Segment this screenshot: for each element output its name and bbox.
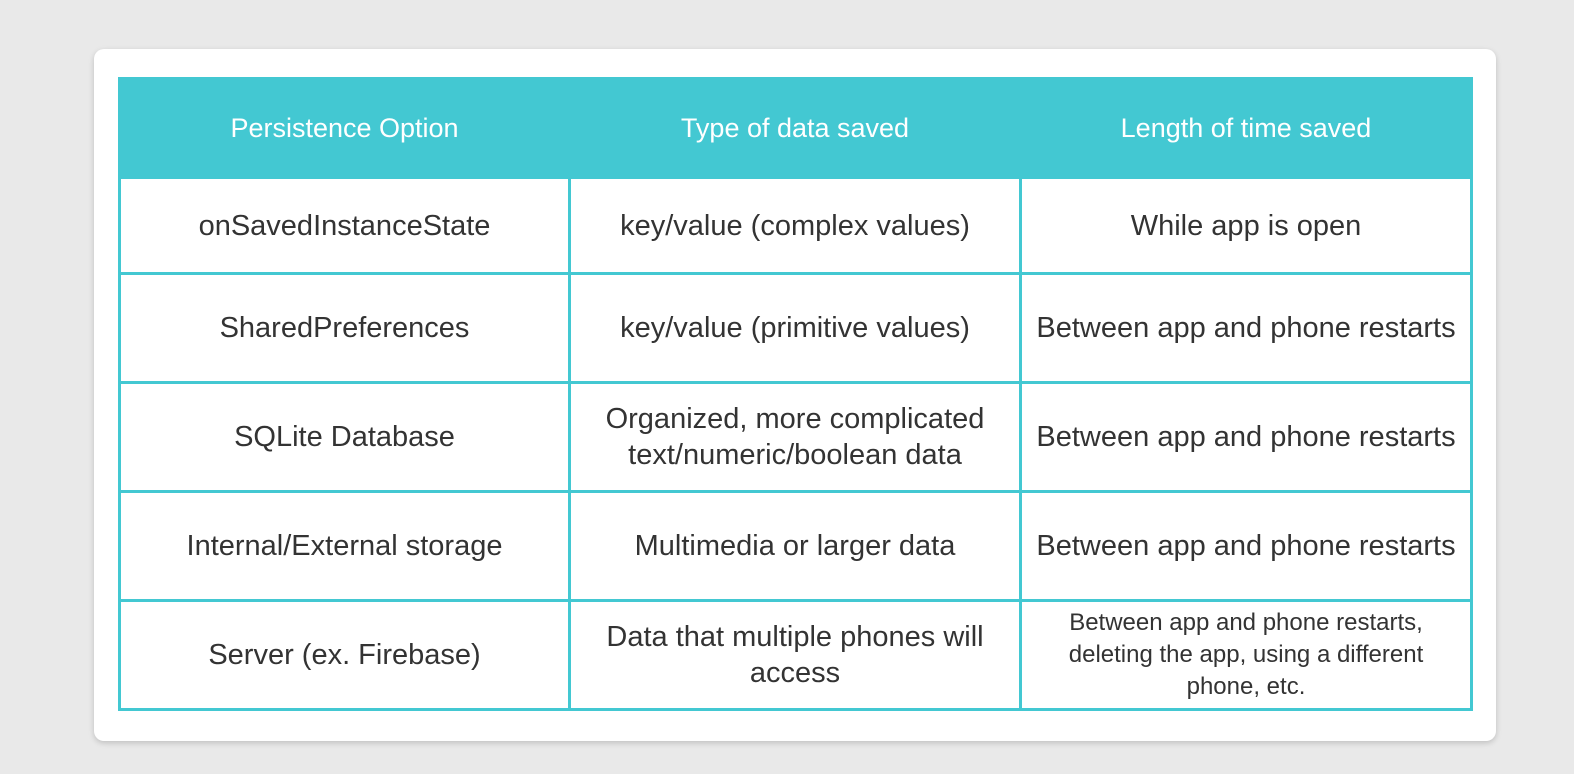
header-persistence-option: Persistence Option: [118, 77, 571, 179]
table-row: Internal/External storage Multimedia or …: [118, 490, 1473, 602]
cell-type-of-data: key/value (primitive values): [568, 272, 1022, 384]
table-card: Persistence Option Type of data saved Le…: [94, 49, 1496, 741]
cell-persistence-option: Internal/External storage: [118, 490, 571, 602]
table-row: onSavedInstanceState key/value (complex …: [118, 176, 1473, 275]
cell-type-of-data: Multimedia or larger data: [568, 490, 1022, 602]
cell-length-of-time: Between app and phone restarts: [1019, 490, 1473, 602]
header-length-of-time-saved: Length of time saved: [1019, 77, 1473, 179]
cell-persistence-option: SQLite Database: [118, 381, 571, 493]
header-type-of-data-saved: Type of data saved: [568, 77, 1022, 179]
table-row: SQLite Database Organized, more complica…: [118, 381, 1473, 493]
table-header-row: Persistence Option Type of data saved Le…: [118, 77, 1473, 179]
cell-length-of-time: Between app and phone restarts, deleting…: [1019, 599, 1473, 711]
cell-length-of-time: Between app and phone restarts: [1019, 381, 1473, 493]
cell-length-of-time: Between app and phone restarts: [1019, 272, 1473, 384]
persistence-options-table: Persistence Option Type of data saved Le…: [118, 77, 1473, 711]
table-row: Server (ex. Firebase) Data that multiple…: [118, 599, 1473, 711]
cell-type-of-data: key/value (complex values): [568, 176, 1022, 275]
cell-type-of-data: Data that multiple phones will access: [568, 599, 1022, 711]
cell-persistence-option: Server (ex. Firebase): [118, 599, 571, 711]
cell-persistence-option: onSavedInstanceState: [118, 176, 571, 275]
cell-length-of-time: While app is open: [1019, 176, 1473, 275]
cell-persistence-option: SharedPreferences: [118, 272, 571, 384]
cell-type-of-data: Organized, more complicated text/numeric…: [568, 381, 1022, 493]
table-row: SharedPreferences key/value (primitive v…: [118, 272, 1473, 384]
